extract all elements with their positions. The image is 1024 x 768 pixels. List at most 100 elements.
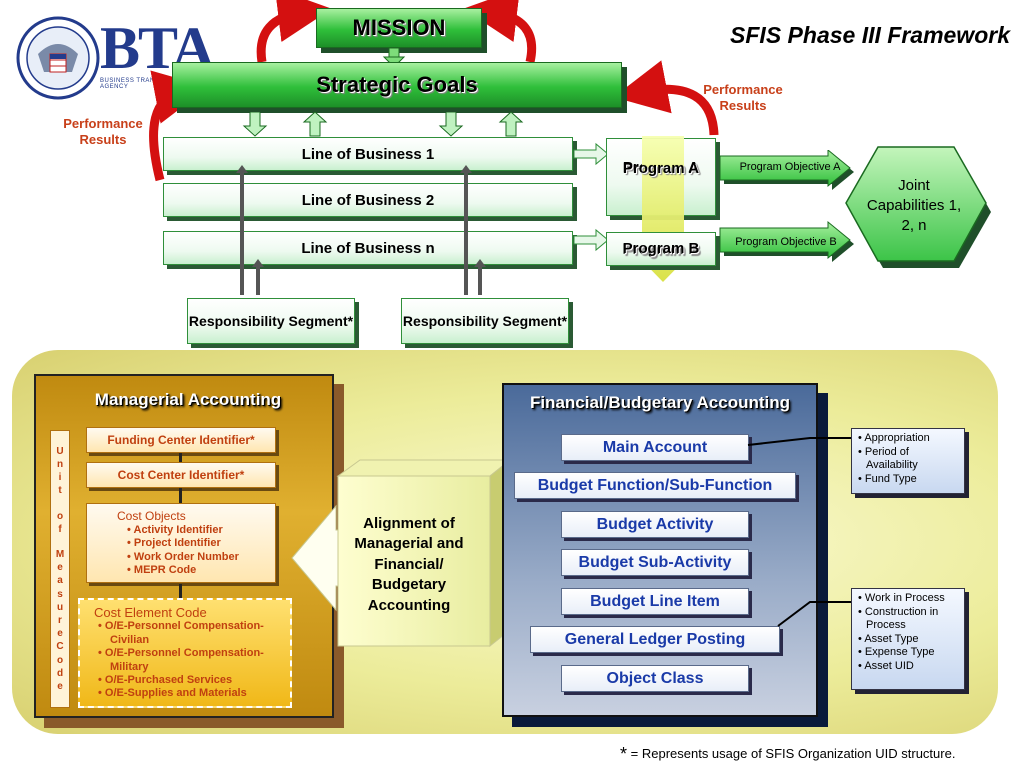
alignment-label: Alignment of Managerial and Financial/ B… <box>354 514 464 614</box>
cost-object-item: MEPR Code <box>127 564 275 578</box>
unit-of-measure-letter: u <box>56 601 64 613</box>
mission-label: MISSION <box>352 15 446 40</box>
bta-seal-icon <box>16 16 100 100</box>
note-item: Work in Process <box>858 592 958 606</box>
alignment-double-arrow-icon <box>291 458 539 648</box>
cost-object-item: Work Order Number <box>127 551 275 565</box>
line-of-business-n: Line of Business n <box>163 231 573 265</box>
connector-line <box>179 584 182 598</box>
connector-line <box>179 488 182 504</box>
note-item: Asset UID <box>858 660 958 674</box>
line-of-business-1: Line of Business 1 <box>163 137 573 171</box>
unit-of-measure-letter: t <box>58 485 62 497</box>
unit-of-measure-letter: f <box>58 523 62 535</box>
program-label: Program B <box>622 239 700 257</box>
connector-line <box>179 453 182 463</box>
cost-objects-title: Cost Objects <box>117 509 186 523</box>
fin-item-label: Main Account <box>602 438 708 456</box>
footnote: * = Represents usage of SFIS Organizatio… <box>620 744 1000 765</box>
lob-label: Line of Business 2 <box>301 191 435 209</box>
cost-center-label: Cost Center Identifier* <box>117 468 245 482</box>
main-account-notes: Appropriation Period of Availability Fun… <box>851 428 965 494</box>
unit-of-measure-letter: s <box>57 588 63 600</box>
budget-line-item: Budget Line Item <box>561 588 749 615</box>
note-item: Period of Availability <box>858 446 958 473</box>
general-ledger-posting: General Ledger Posting <box>530 626 780 653</box>
mission-box: MISSION <box>316 8 482 48</box>
footnote-symbol: * <box>620 744 628 764</box>
fin-item-label: Budget Sub-Activity <box>578 553 732 571</box>
bta-logo: BTA BUSINESS TRANSFORMATION AGENCY <box>16 14 226 104</box>
financial-title: Financial/Budgetary Accounting <box>529 393 791 412</box>
funding-center-identifier: Funding Center Identifier* <box>86 427 276 453</box>
cost-element-item: O/E-Supplies and Materials <box>98 687 282 700</box>
note-item: Appropriation <box>858 432 958 446</box>
logo-subtext: BUSINESS TRANSFORMATION AGENCY <box>100 78 200 90</box>
segment-label: Responsibility Segment* <box>188 313 354 329</box>
unit-of-measure-letter: U <box>56 445 64 457</box>
lob-label: Line of Business n <box>301 239 435 257</box>
fin-item-label: Budget Function/Sub-Function <box>537 476 773 494</box>
footnote-text: = Represents usage of SFIS Organization … <box>630 746 956 761</box>
unit-of-measure-letter: i <box>58 472 62 484</box>
program-label: Program A <box>622 159 700 177</box>
program-a-overlay-label: Program A <box>606 158 716 178</box>
program-b-overlay-label: Program B <box>606 238 716 258</box>
cost-objects-box: Cost Objects Activity Identifier Project… <box>86 503 276 583</box>
responsibility-segment-2: Responsibility Segment* <box>401 298 569 344</box>
budget-activity: Budget Activity <box>561 511 749 538</box>
managerial-title: Managerial Accounting <box>94 390 282 409</box>
lob-program-arrows <box>573 142 609 252</box>
joint-capabilities-label: Joint Capabilities 1, 2, n <box>866 177 962 234</box>
fin-item-label: General Ledger Posting <box>564 630 746 648</box>
unit-of-measure-letter: o <box>56 654 64 666</box>
note-item: Construction in Process <box>858 606 958 633</box>
general-ledger-notes: Work in Process Construction in Process … <box>851 588 965 690</box>
cost-element-item: O/E-Purchased Services <box>98 674 282 687</box>
cost-element-item: O/E-Personnel Compensation-Military <box>98 647 282 674</box>
note-item: Fund Type <box>858 473 958 487</box>
lob-label: Line of Business 1 <box>301 145 435 163</box>
unit-of-measure-letter: o <box>56 510 64 522</box>
program-objective-b: Program Objective B <box>735 236 837 248</box>
unit-of-measure-letter: C <box>56 641 64 653</box>
gl-notes-list: Work in Process Construction in Process … <box>858 592 958 673</box>
program-b: Program B <box>606 232 716 266</box>
segment-label: Responsibility Segment* <box>402 313 568 329</box>
budget-function: Budget Function/Sub-Function <box>514 472 796 499</box>
unit-of-measure-letter: e <box>57 681 63 693</box>
fin-item-label: Object Class <box>606 669 704 687</box>
segment-connectors <box>236 165 486 295</box>
line-of-business-2: Line of Business 2 <box>163 183 573 217</box>
strategic-goals-box: Strategic Goals <box>172 62 622 108</box>
responsibility-segment-1: Responsibility Segment* <box>187 298 355 344</box>
note-connectors <box>747 437 852 627</box>
feedback-arrows <box>149 0 719 182</box>
cost-object-item: Activity Identifier <box>127 524 275 538</box>
unit-of-measure-letter: M <box>55 548 65 560</box>
note-item: Asset Type <box>858 633 958 647</box>
program-objective-a: Program Objective A <box>739 161 841 173</box>
unit-of-measure-letter: n <box>56 458 64 470</box>
unit-of-measure-spacer <box>56 536 64 548</box>
cost-objects-list: Activity Identifier Project Identifier W… <box>127 524 275 578</box>
cost-element-code-box: Cost Element Code O/E-Personnel Compensa… <box>78 598 292 708</box>
program-objective-arrows <box>719 150 854 262</box>
budget-sub-activity: Budget Sub-Activity <box>561 549 749 576</box>
page-title: SFIS Phase III Framework <box>730 22 1010 48</box>
cost-object-item: Project Identifier <box>127 537 275 551</box>
unit-of-measure-letter: d <box>56 667 64 679</box>
program-label: Program B <box>622 240 700 258</box>
fin-item-label: Budget Line Item <box>590 592 720 610</box>
object-class: Object Class <box>561 665 749 692</box>
unit-of-measure-spacer <box>56 498 64 510</box>
joint-capabilities-hexagon <box>845 146 991 268</box>
performance-results-left: Performance Results <box>63 116 143 147</box>
unit-of-measure-letter: e <box>57 628 63 640</box>
fin-item-label: Budget Activity <box>596 515 714 533</box>
unit-of-measure-letter: a <box>57 575 63 587</box>
unit-of-measure-letter: r <box>58 615 62 626</box>
cost-element-list: O/E-Personnel Compensation-Civilian O/E-… <box>94 620 282 700</box>
